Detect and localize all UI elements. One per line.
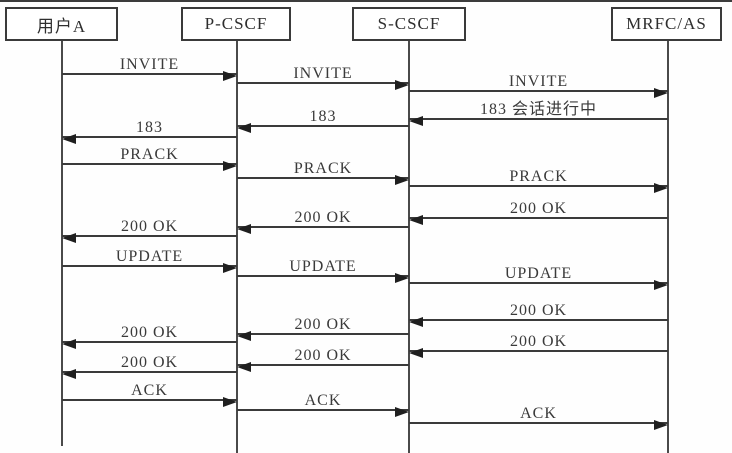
lifeline-p-cscf — [236, 41, 238, 453]
arrowhead-icon — [62, 134, 76, 144]
actor-box-user-a: 用户A — [5, 7, 118, 41]
actor-label: 用户A — [36, 16, 87, 36]
message-arrow-200ok-5: 200 OK — [237, 316, 409, 341]
message-arrow-prack-1: PRACK — [62, 146, 237, 171]
arrowhead-icon — [409, 116, 423, 126]
message-label: INVITE — [508, 73, 569, 91]
message-label: 200 OK — [120, 324, 179, 342]
arrowhead-icon — [237, 331, 251, 341]
message-label: PRACK — [120, 146, 179, 164]
arrowhead-icon — [409, 348, 423, 358]
message-arrow-update-3: UPDATE — [409, 265, 668, 290]
message-label: PRACK — [509, 168, 568, 186]
arrowhead-icon — [237, 123, 251, 133]
actor-box-mrfc-as: MRFC/AS — [611, 7, 722, 41]
arrowhead-icon — [395, 273, 409, 283]
actor-label: S-CSCF — [377, 14, 441, 33]
message-label: 200 OK — [294, 209, 352, 227]
arrowhead-icon — [237, 362, 251, 372]
arrowhead-icon — [395, 80, 409, 90]
message-arrow-update-2: UPDATE — [237, 258, 409, 283]
message-label: UPDATE — [289, 258, 357, 276]
arrowhead-icon — [223, 161, 237, 171]
arrowhead-icon — [223, 71, 237, 81]
actor-box-s-cscf: S-CSCF — [352, 7, 466, 41]
message-arrow-200ok-9: 200 OK — [62, 354, 237, 379]
message-arrow-invite-3: INVITE — [409, 73, 668, 98]
message-label: 200 OK — [294, 347, 352, 365]
message-arrow-183-2: 183 — [237, 108, 409, 133]
message-arrow-200ok-1: 200 OK — [409, 200, 668, 225]
message-arrow-183-session: 183 会话进行中 — [409, 101, 668, 126]
message-arrow-200ok-3: 200 OK — [62, 218, 237, 243]
message-arrow-update-1: UPDATE — [62, 248, 237, 273]
message-arrow-ack-3: ACK — [409, 405, 668, 430]
arrowhead-icon — [223, 397, 237, 407]
arrowhead-icon — [409, 317, 423, 327]
actor-label: MRFC/AS — [626, 14, 707, 33]
message-arrow-200ok-6: 200 OK — [62, 324, 237, 349]
message-label: 200 OK — [509, 200, 568, 218]
message-label: UPDATE — [115, 248, 184, 266]
arrowhead-icon — [654, 88, 668, 98]
message-label: 183 会话进行中 — [479, 101, 597, 119]
message-arrow-prack-3: PRACK — [409, 168, 668, 193]
message-arrow-invite-1: INVITE — [62, 56, 237, 81]
message-label: 183 — [136, 119, 163, 137]
message-label: 200 OK — [120, 218, 179, 236]
message-label: ACK — [304, 392, 342, 410]
message-arrow-invite-2: INVITE — [237, 65, 409, 90]
actor-box-p-cscf: P-CSCF — [181, 7, 291, 41]
message-label: INVITE — [293, 65, 353, 83]
message-arrow-200ok-8: 200 OK — [237, 347, 409, 372]
message-arrow-200ok-7: 200 OK — [409, 333, 668, 358]
actor-label: P-CSCF — [204, 14, 268, 33]
arrowhead-icon — [223, 263, 237, 273]
lifeline-user-a — [61, 41, 63, 446]
message-label: PRACK — [293, 160, 353, 178]
arrowhead-icon — [409, 215, 423, 225]
message-label: ACK — [131, 382, 168, 400]
arrowhead-icon — [395, 175, 409, 185]
message-arrow-ack-2: ACK — [237, 392, 409, 417]
arrowhead-icon — [62, 339, 76, 349]
message-arrow-200ok-4: 200 OK — [409, 302, 668, 327]
arrowhead-icon — [62, 233, 76, 243]
lifeline-s-cscf — [408, 41, 410, 453]
lifeline-mrfc-as — [667, 41, 669, 453]
arrowhead-icon — [654, 183, 668, 193]
message-arrow-183-3: 183 — [62, 119, 237, 144]
message-label: 200 OK — [509, 302, 568, 320]
message-arrow-ack-1: ACK — [62, 382, 237, 407]
message-arrow-prack-2: PRACK — [237, 160, 409, 185]
arrowhead-icon — [654, 420, 668, 430]
message-label: 200 OK — [294, 316, 352, 334]
message-label: ACK — [520, 405, 557, 423]
message-label: UPDATE — [504, 265, 573, 283]
arrowhead-icon — [237, 224, 251, 234]
arrowhead-icon — [654, 280, 668, 290]
arrowhead-icon — [62, 369, 76, 379]
arrowhead-icon — [395, 407, 409, 417]
message-label: 200 OK — [509, 333, 568, 351]
message-arrow-200ok-2: 200 OK — [237, 209, 409, 234]
message-label: INVITE — [119, 56, 180, 74]
message-label: 200 OK — [120, 354, 179, 372]
message-label: 183 — [309, 108, 337, 126]
